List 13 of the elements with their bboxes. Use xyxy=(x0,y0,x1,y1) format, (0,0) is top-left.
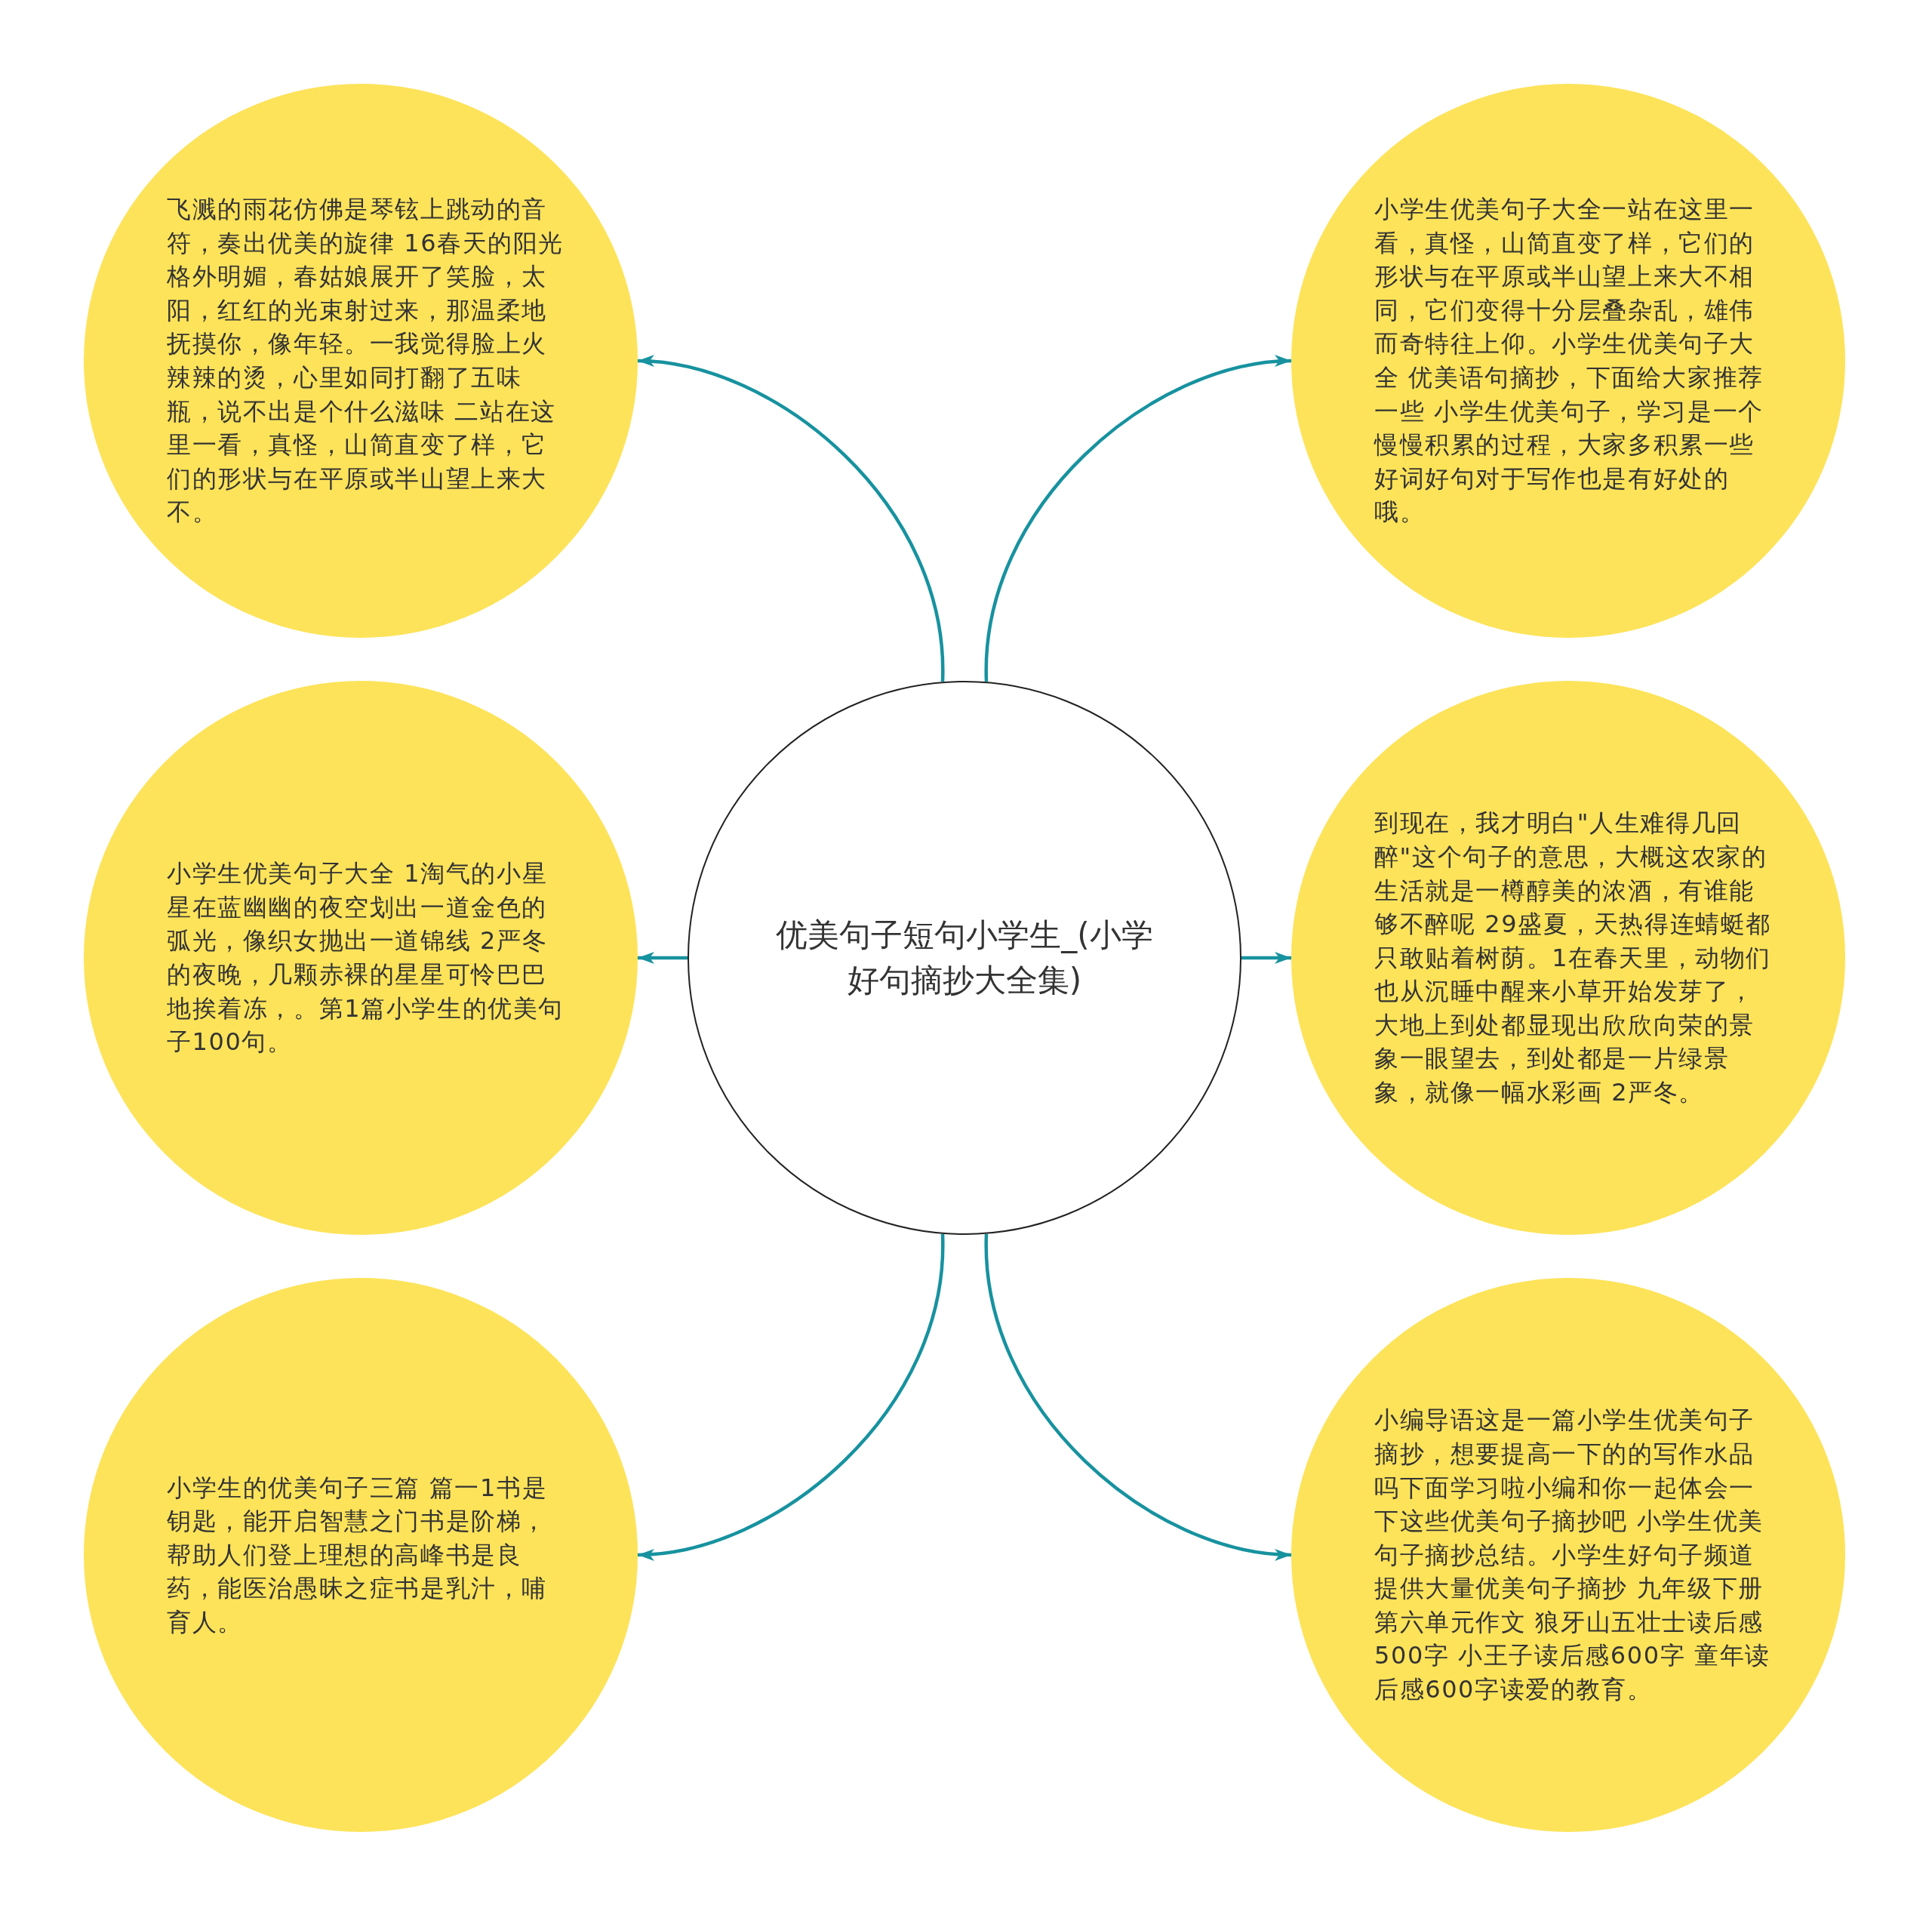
topic-text: 小学生优美句子大全一站在这里一看，真怪，山简直变了样，它们的形状与在平原或半山望上来大不相同，它们变得十分层叠杂乱，雄伟而奇特往上仰。小学生优美句子大全 优美语句摘抄，下面给大家推荐一些 小学生优美句子，学习是一个慢慢积累的过程，大家多积累一些好词好句对于写作也是有好处的哦。 xyxy=(1374,194,1764,528)
connector-arrow xyxy=(984,356,1292,682)
connector-arrow xyxy=(984,1233,1292,1560)
topic-text: 小编导语这是一篇小学生优美句子摘抄，想要提高一下的的写作水品吗下面学习啦小编和你一起体会一下这些优美句子摘抄吧 小学生优美句子摘抄总结。小学生好句子频道提供大量优美句子摘抄 九年级下册第六单元作文 狼牙山五壮士读后感500字 小王子读后感600字 童年读后感600字读爱的教育。 xyxy=(1374,1405,1771,1706)
topic-text: 飞溅的雨花仿佛是琴铉上跳动的音符，奏出优美的旋律 16春天的阳光格外明媚，春姑娘展开了笑脸，太阳，红红的光束射过来，那温柔地抚摸你，像年轻。一我觉得脸上火辣辣的烫，心里如同打翻了五味瓶，说不出是个什么滋味 二站在这里一看，真怪，山简直变了样，它们的形状与在平原或半山望上来大不。 xyxy=(167,194,565,528)
topic-text: 到现在，我才明白"人生难得几回醉"这个句子的意思，大概这农家的生活就是一樽醇美的浓酒，有谁能够不醉呢 29盛夏，天热得连蜻蜓都只敢贴着树荫。1在春天里，动物们也从沉睡中醒来小草开始发芽了，大地上到处都显现出欣欣向荣的景象一眼望去，到处都是一片绿景象，就像一幅水彩画 2严冬。 xyxy=(1374,808,1773,1109)
topic-text: 小学生的优美句子三篇 篇一1书是钥匙，能开启智慧之门书是阶梯，帮助人们登上理想的高峰书是良药，能医治愚昧之症书是乳汁，哺育人。 xyxy=(167,1472,549,1638)
connector-arrow xyxy=(637,356,945,682)
connector-arrow xyxy=(1241,952,1291,964)
topic-text: 小学生优美句子大全 1淘气的小星星在蓝幽幽的夜空划出一道金色的弧光，像织女抛出一道锦线 2严冬的夜晚，几颗赤裸的星星可怜巴巴地挨着冻，。第1篇小学生的优美句子100句。 xyxy=(167,858,565,1058)
connector-arrow xyxy=(638,952,688,964)
central-topic-text: 优美句子短句小学生_(小学好句摘抄大全集) xyxy=(776,916,1153,1000)
connector-arrow xyxy=(637,1233,945,1560)
